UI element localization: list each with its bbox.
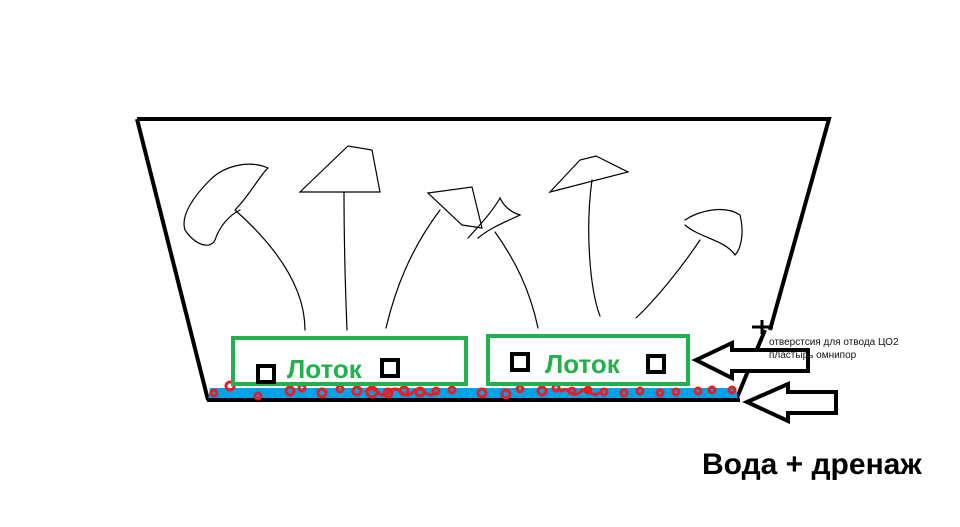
tray-2-vent-left: [510, 352, 530, 372]
mushroom-3: [385, 186, 483, 329]
drainage-pebble: [500, 388, 512, 400]
drainage-pebble: [351, 385, 363, 397]
drainage-pebbles: [209, 380, 737, 401]
drainage-pebble: [536, 385, 548, 397]
drainage-pebble: [316, 387, 328, 399]
drainage-pebble: [727, 385, 737, 395]
tray-2: Лоток: [486, 334, 690, 386]
drainage-pebble: [671, 387, 681, 397]
note-omnipore-patch: пластырь омнипор: [769, 350, 857, 361]
drainage-pebble: [707, 385, 717, 395]
drainage-pebble: [209, 388, 219, 398]
drainage-pebble: [284, 385, 296, 397]
mushroom-6: [635, 208, 743, 319]
drainage-pebble: [693, 386, 703, 396]
tray-1-outline: [231, 336, 468, 386]
mushroom-5: [548, 155, 630, 317]
tray-1-label: Лоток: [287, 354, 363, 384]
container-left-wall: [135, 118, 210, 401]
drainage-pebble: [619, 388, 629, 398]
drainage-scribble: [363, 387, 602, 397]
mushroom-4: [467, 196, 539, 329]
tray-1-vent-left: [256, 364, 276, 384]
drainage-pebble: [253, 391, 263, 401]
tray-2-label: Лоток: [545, 349, 621, 379]
caption-water-drainage: Вода + дренаж: [702, 448, 922, 481]
mushrooms: [183, 145, 743, 331]
drainage-pebble: [635, 386, 645, 396]
drainage-pebble: [447, 385, 457, 395]
tray-2-outline: [486, 334, 690, 386]
container-outline: [137, 117, 832, 331]
arrow-left-icon: [742, 380, 838, 425]
mushroom-2: [298, 145, 381, 331]
drainage-pebble: [382, 387, 394, 399]
drainage-pebble: [599, 387, 609, 397]
drainage-pebble: [655, 388, 665, 398]
arrow-left-icon: [691, 339, 810, 382]
tray-2-vent-right: [646, 354, 666, 374]
tray-1: Лоток: [231, 336, 468, 386]
mushroom-1: [183, 163, 306, 331]
drainage-pebble: [476, 387, 488, 399]
tray-1-vent-right: [380, 358, 400, 378]
note-vent-holes: отверстсия для отвода ЦО2: [769, 337, 899, 348]
